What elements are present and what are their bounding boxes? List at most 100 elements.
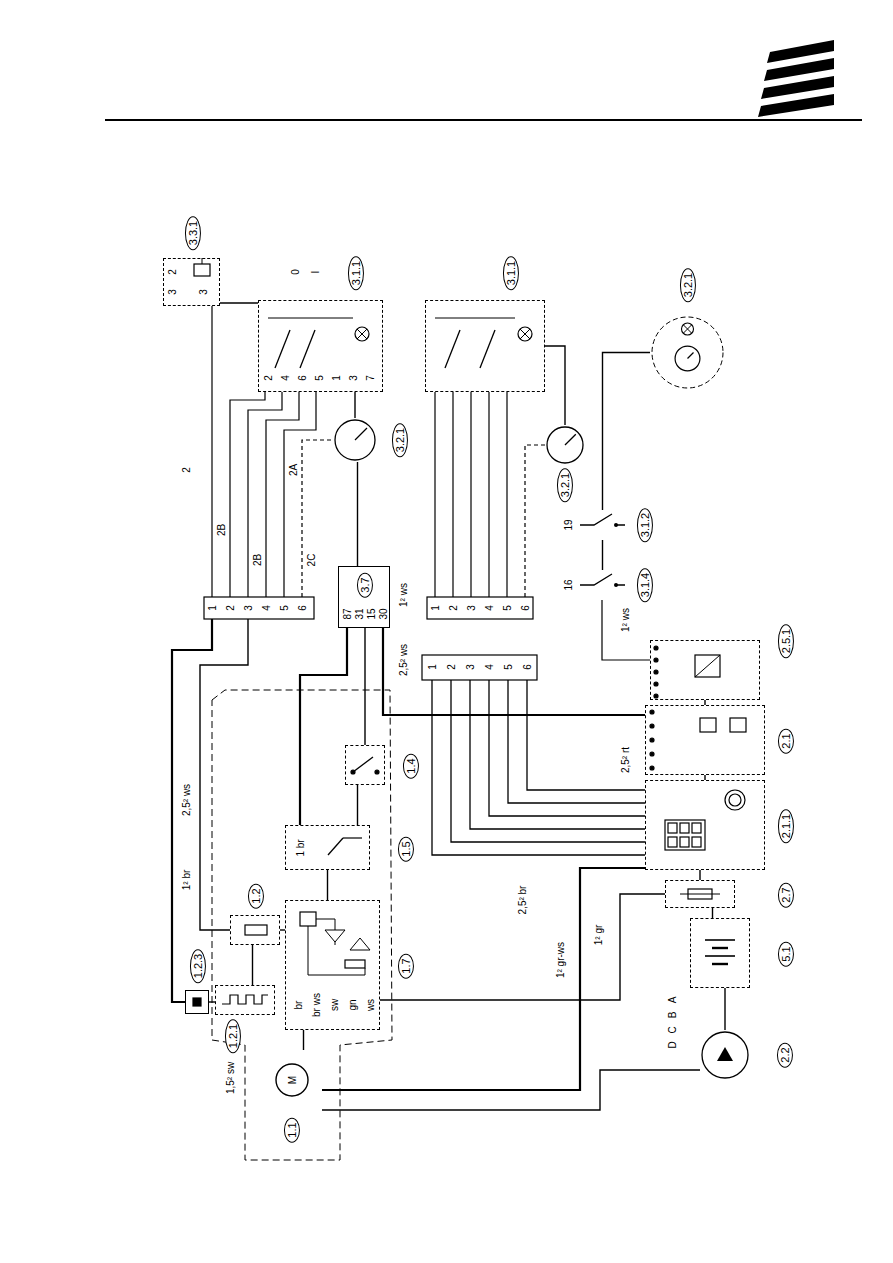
- fuse-wire: [680, 894, 720, 895]
- shape-outline: [580, 570, 625, 600]
- wire-label: 5: [502, 604, 513, 612]
- shape-outline: [650, 315, 725, 390]
- wire: [284, 392, 316, 597]
- wire-label: 1 br: [295, 838, 306, 857]
- battery-box: 5.1: [690, 918, 750, 988]
- wire-connector: [699, 870, 700, 880]
- wire: [432, 680, 645, 855]
- battery-plate: [705, 939, 735, 941]
- wire-connector: [602, 540, 603, 570]
- wire: [248, 392, 282, 597]
- pin-socket: [668, 837, 677, 847]
- wire-label: 1² ws: [620, 607, 631, 633]
- resistor-box: 1.2: [230, 915, 280, 945]
- gauge-symbol: 3.2.1: [333, 418, 377, 462]
- pin-socket: [680, 837, 689, 847]
- callout-number: 1.5: [398, 836, 414, 861]
- bus-line: [268, 318, 353, 319]
- callout-number: 3.1.2: [637, 508, 653, 542]
- wire-label: 31: [354, 607, 365, 620]
- callout-number: 1.2.3: [190, 949, 206, 983]
- fuse-box: 2.7: [665, 880, 735, 908]
- wire-label: M: [287, 1075, 298, 1085]
- wire-label: 15: [366, 607, 377, 620]
- wire-connector: [220, 302, 258, 303]
- pin-dot: [654, 658, 658, 662]
- pin-dot: [654, 682, 658, 686]
- wire-label: 1: [427, 663, 438, 671]
- wire-label: 2A: [288, 463, 299, 477]
- callout-number: 3.2.1: [392, 423, 408, 457]
- wire-connector: [603, 353, 651, 511]
- pin-dot: [351, 770, 355, 774]
- callout-number: 3.1.1: [503, 256, 519, 290]
- wire: [470, 392, 471, 597]
- lamp-symbol: [682, 323, 694, 335]
- wire: [527, 680, 645, 790]
- wire-connector: [303, 1030, 304, 1050]
- connector-box: 2.1.1: [645, 780, 765, 870]
- wire-label: 30: [378, 607, 389, 620]
- pin-socket: [692, 837, 701, 847]
- callout-number: 5.1: [778, 941, 794, 966]
- wire-label: br: [293, 1000, 304, 1011]
- wire-label: 6: [297, 374, 308, 382]
- callout-number: 2.2: [777, 1042, 793, 1067]
- glow-plug-box: 1.2.1: [215, 985, 275, 1015]
- switch-contact: [353, 757, 373, 772]
- gauge-dial: [335, 420, 375, 460]
- wire: [602, 600, 650, 660]
- wire-label: gn: [347, 998, 358, 1011]
- wire-label: 1² gr: [593, 924, 604, 947]
- relay-diagonal: [695, 655, 720, 677]
- wire-label: 5: [503, 663, 514, 671]
- wire-label: 1² gr-ws: [555, 941, 566, 979]
- wire-connector: [252, 945, 253, 985]
- lamp-cross: [520, 329, 530, 339]
- connector-block: [665, 820, 705, 850]
- wire-label: 4: [484, 604, 495, 612]
- wire-label: 3: [167, 288, 178, 296]
- wire: [211, 306, 212, 597]
- wire-label: 2,5² br: [517, 885, 528, 916]
- callout-number: 1.1: [284, 1117, 300, 1142]
- wire: [489, 680, 645, 816]
- pin-dot: [375, 770, 379, 774]
- switch-box: 3.1.1: [425, 300, 545, 392]
- pin-dot: [650, 738, 654, 742]
- wire-label: 2: [167, 268, 178, 276]
- wire-label: 2: [448, 604, 459, 612]
- wire-label: I: [310, 270, 321, 275]
- header-rule: [105, 119, 862, 121]
- terminal-strip: [204, 597, 314, 619]
- wire-label: sw: [329, 998, 340, 1012]
- wire-thick: [300, 628, 347, 825]
- pin-dot: [650, 752, 654, 756]
- wire-label: 19: [563, 518, 574, 531]
- wire-connector: [724, 988, 725, 1030]
- wire-label: 1: [430, 604, 441, 612]
- callout-number: 3.3.1: [185, 216, 201, 250]
- wire-connector: [545, 346, 565, 425]
- shape-outline: [580, 510, 625, 540]
- wire-label: 3: [466, 604, 477, 612]
- shape-outline: [333, 418, 377, 462]
- switch-contact: [614, 523, 618, 527]
- callout-number: 3.2.1: [680, 268, 696, 302]
- wire: [302, 440, 333, 597]
- logo-stripe: [767, 40, 834, 63]
- diode-symbol: [350, 938, 370, 950]
- wire-label: 2B: [252, 553, 263, 567]
- wire-label: 1,5² sw: [225, 1061, 236, 1095]
- wire-label: 6: [297, 604, 308, 612]
- wire-label: br ws: [311, 992, 322, 1018]
- wire-label: 4: [261, 604, 272, 612]
- indicator-unit: 3.2.1: [650, 315, 725, 390]
- connector-symbol: [730, 718, 746, 732]
- wire: [322, 1070, 700, 1110]
- internal-wire: [308, 926, 365, 975]
- wire: [508, 680, 645, 803]
- sensor-symbol: [193, 998, 201, 1006]
- switch-symbol: 3.1.2: [580, 510, 625, 540]
